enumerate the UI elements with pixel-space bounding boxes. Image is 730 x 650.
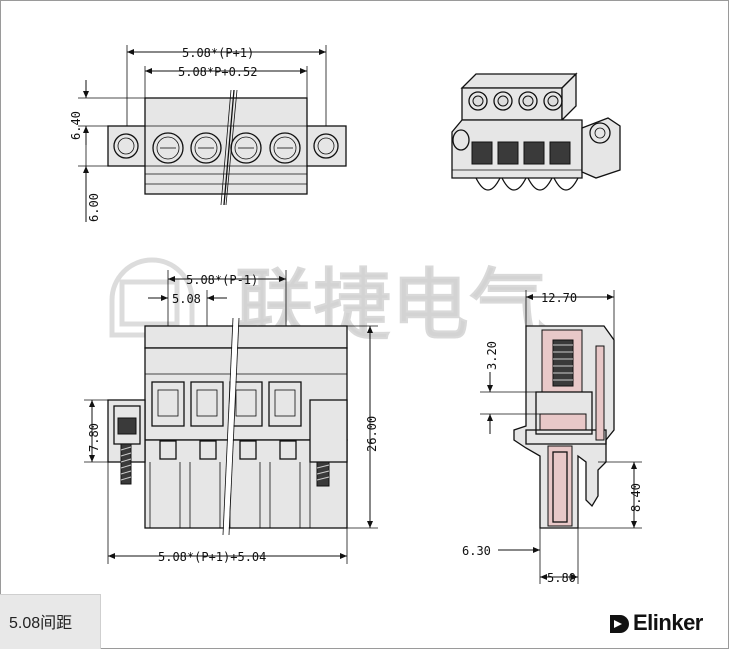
caption-text: 5.08间距 (9, 615, 73, 632)
dim-side-width: 12.70 (541, 291, 577, 305)
dim-side-6-30: 6.30 (462, 544, 491, 558)
dim-front-side: 7.80 (87, 423, 101, 452)
isometric-view (451, 72, 621, 191)
side-view: 12.70 3.20 8.40 6.30 5.80 (462, 290, 643, 585)
dim-front-bottom: 5.08*(P+1)+5.04 (158, 550, 266, 564)
dim-top-total: 5.08*(P+1) (182, 46, 254, 60)
caption-box: 5.08间距 (0, 594, 101, 649)
dim-top-body: 5.08*P+0.52 (178, 65, 257, 79)
front-view: 5.08*(P-1) 5.08 26.00 7.80 5.08*(P+1)+5.… (84, 270, 379, 564)
brand-logo: Elinker (608, 610, 720, 642)
dim-side-5-80: 5.80 (547, 571, 576, 585)
top-view: 5.08*(P+1) 5.08*P+0.52 6.40 6.00 (69, 45, 347, 222)
iso-screw-icon (468, 91, 563, 111)
elinker-logo-icon (610, 615, 629, 633)
dim-side-8-40: 8.40 (629, 483, 643, 512)
dim-top-height: 6.40 (69, 111, 83, 140)
dim-top-flange: 6.00 (87, 193, 101, 222)
dim-front-height: 26.00 (365, 416, 379, 452)
brand-name: Elinker (633, 610, 703, 635)
dim-front-pitch-minus: 5.08*(P-1) (186, 273, 258, 287)
wire-entry-icon (151, 381, 302, 427)
mounting-screw-icon (120, 443, 330, 487)
dim-front-pitch: 5.08 (172, 292, 201, 306)
screw-hole-icon (113, 132, 339, 164)
dim-side-3-20: 3.20 (485, 341, 499, 370)
